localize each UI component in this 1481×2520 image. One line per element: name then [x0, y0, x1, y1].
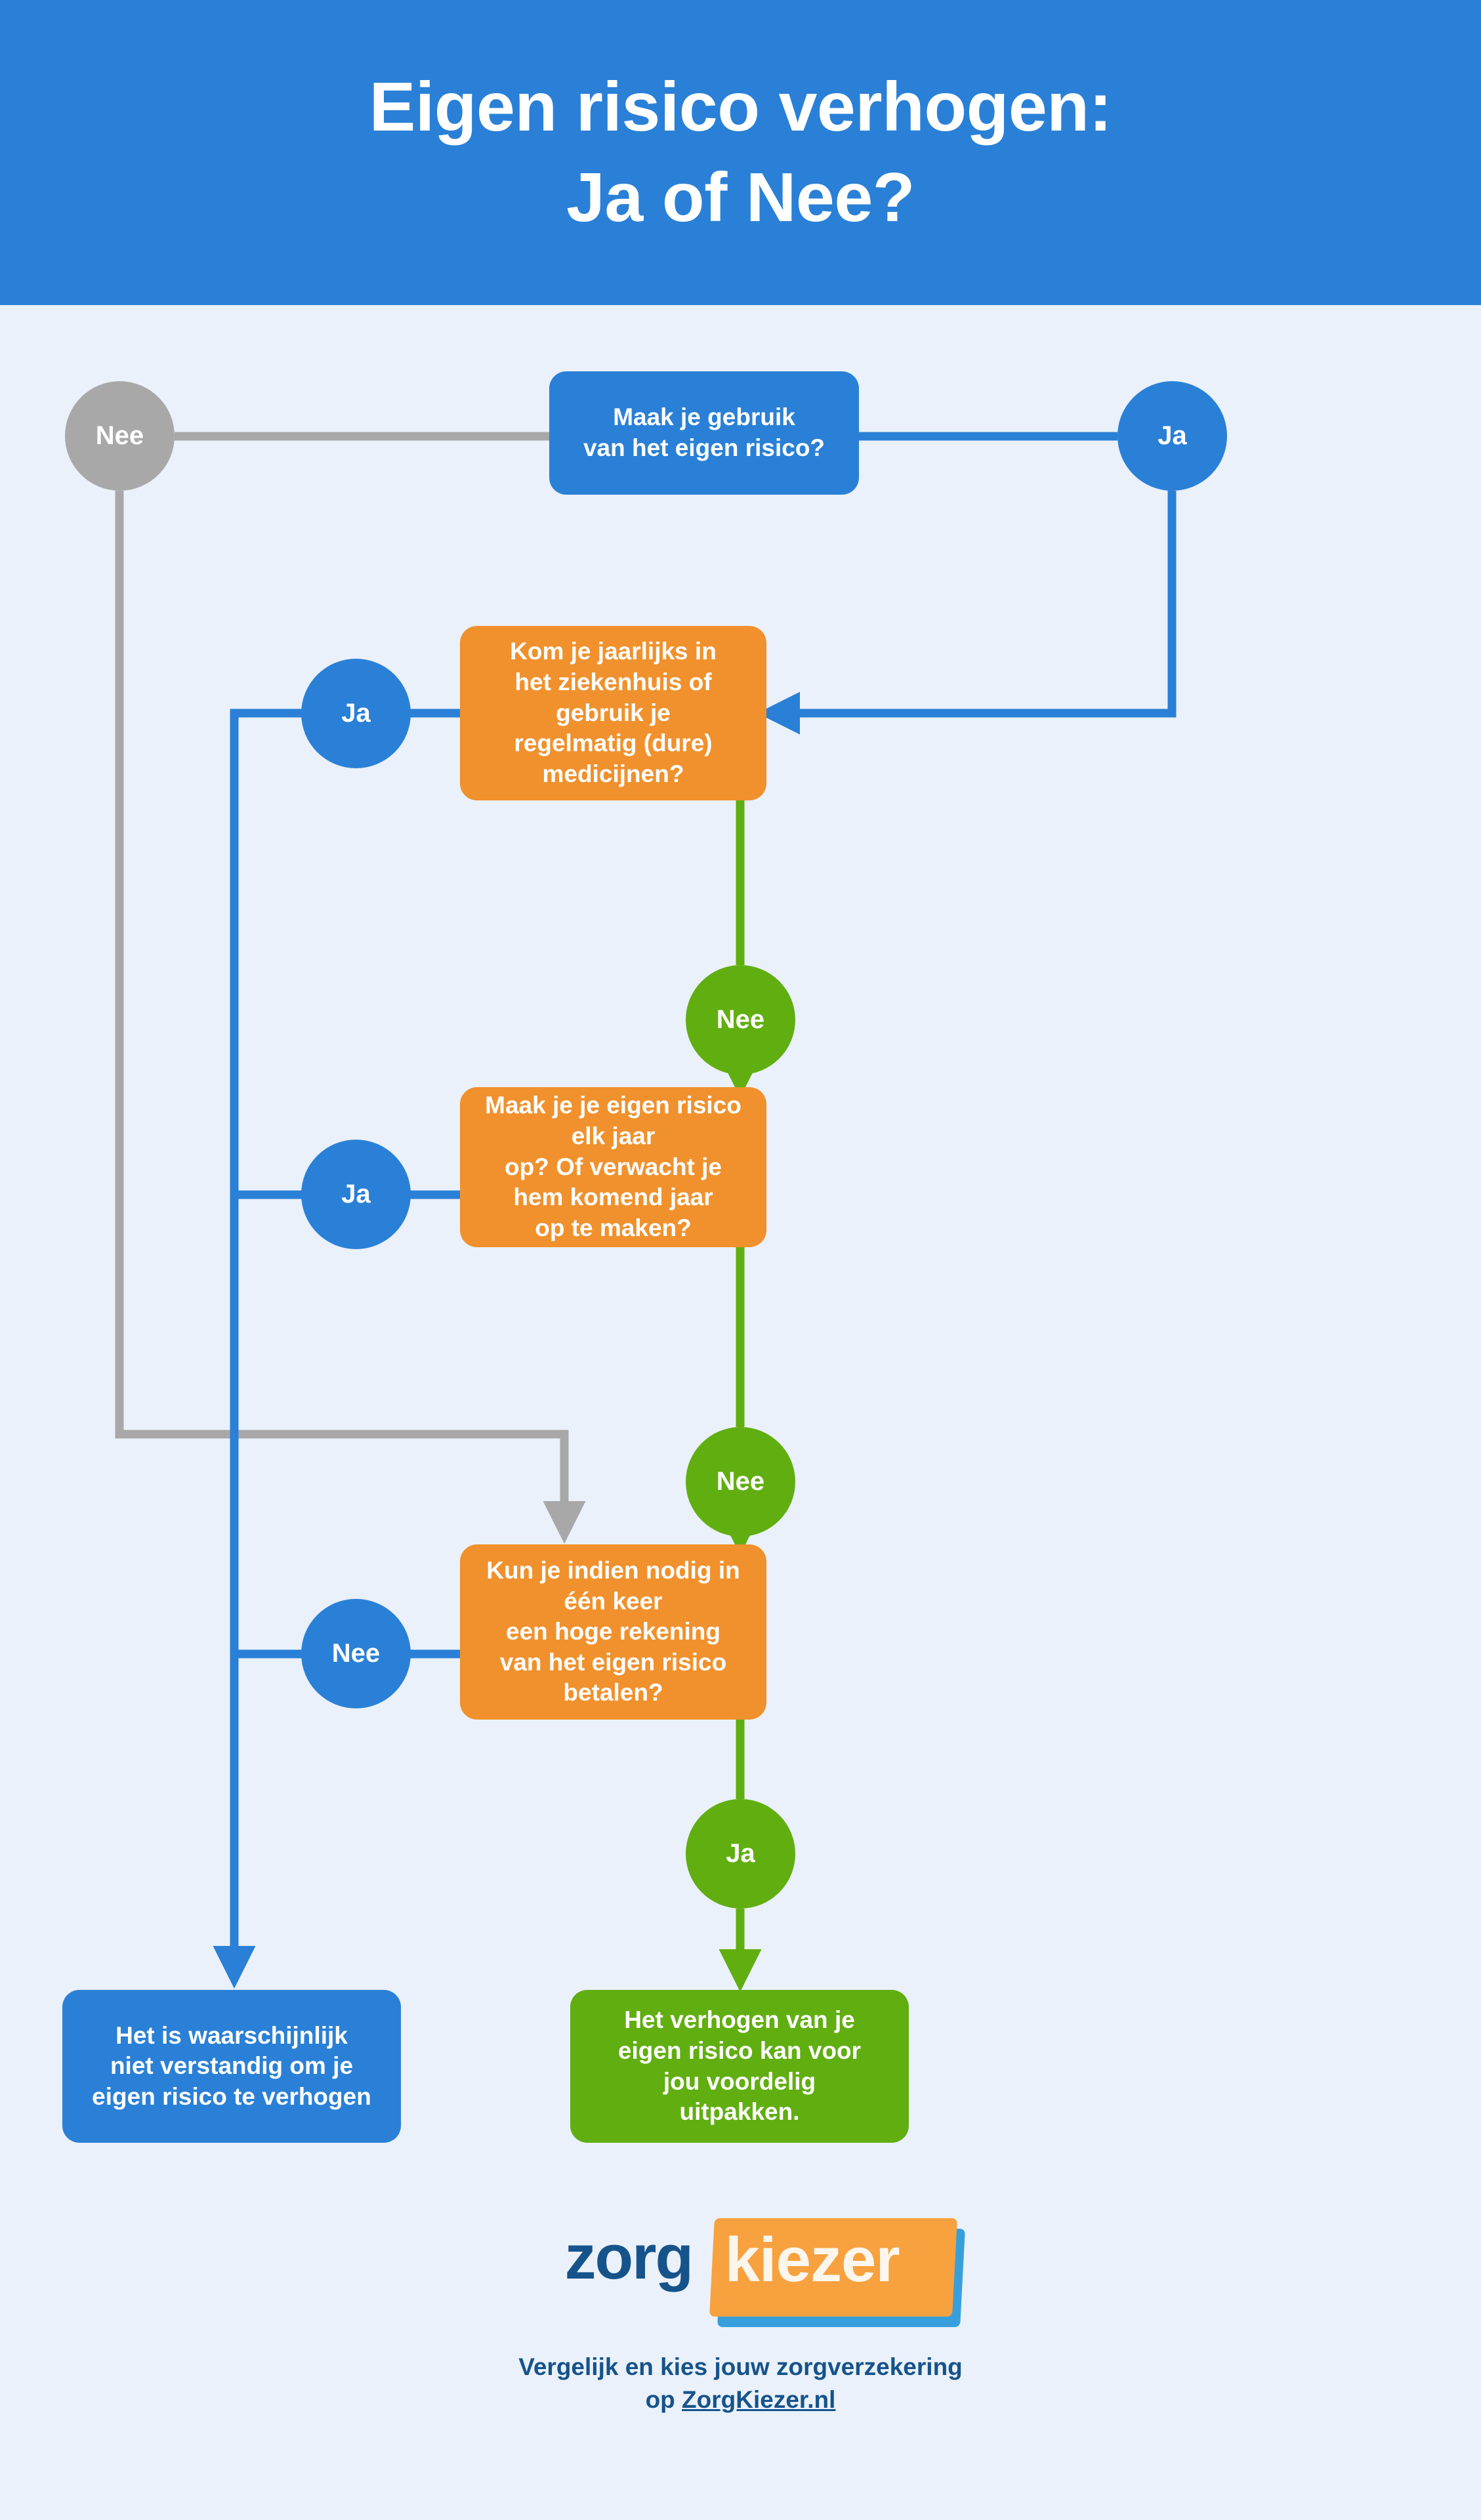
- footer-tagline: Vergelijk en kies jouw zorgverzekering o…: [518, 2351, 963, 2416]
- answer-node-ja-4[interactable]: Ja: [686, 1799, 795, 1909]
- answer-label: Nee: [331, 1639, 381, 1668]
- answer-node-ja-3[interactable]: Ja: [301, 1140, 411, 1249]
- page-header: Eigen risico verhogen: Ja of Nee?: [0, 0, 1481, 305]
- answer-node-nee-1[interactable]: Nee: [65, 381, 175, 491]
- question-node-2[interactable]: Kom je jaarlijks in het ziekenhuis of ge…: [460, 626, 766, 800]
- question-node-3[interactable]: Maak je je eigen risico elk jaar op? Of …: [460, 1087, 766, 1247]
- answer-node-ja-2[interactable]: Ja: [301, 659, 411, 768]
- question-text: Kun je indien nodig in één keer een hoge…: [486, 1556, 740, 1706]
- question-text: Maak je gebruik van het eigen risico?: [583, 403, 825, 461]
- answer-node-nee-2[interactable]: Nee: [686, 965, 795, 1075]
- answer-label: Ja: [1158, 421, 1187, 451]
- page-title-line-2: Ja of Nee?: [566, 158, 915, 236]
- flowchart-canvas: Nee Maak je gebruik van het eigen risico…: [0, 305, 1481, 2520]
- outcome-text: Het is waarschijnlijk niet verstandig om…: [92, 2021, 371, 2110]
- page-title-line-1: Eigen risico verhogen:: [369, 68, 1112, 146]
- logo-text-kiezer: kiezer: [724, 2225, 900, 2295]
- outcome-text: Het verhogen van je eigen risico kan voo…: [617, 2006, 862, 2126]
- answer-label: Ja: [341, 1180, 371, 1209]
- question-node-1[interactable]: Maak je gebruik van het eigen risico?: [549, 371, 859, 495]
- answer-node-nee-4[interactable]: Nee: [301, 1599, 411, 1708]
- outcome-node-negative[interactable]: Het is waarschijnlijk niet verstandig om…: [62, 1990, 401, 2143]
- page-footer: zorg kiezer Vergelijk en kies jouw zorgv…: [0, 2201, 1481, 2520]
- question-node-4[interactable]: Kun je indien nodig in één keer een hoge…: [460, 1544, 766, 1720]
- answer-node-nee-3[interactable]: Nee: [686, 1427, 795, 1537]
- zorgkiezer-link[interactable]: ZorgKiezer.nl: [682, 2386, 836, 2413]
- answer-label: Nee: [95, 421, 144, 451]
- answer-node-ja-1[interactable]: Ja: [1117, 381, 1227, 491]
- tagline-prefix: op: [645, 2386, 682, 2413]
- outcome-node-positive[interactable]: Het verhogen van je eigen risico kan voo…: [570, 1990, 909, 2143]
- question-text: Kom je jaarlijks in het ziekenhuis of ge…: [510, 638, 717, 787]
- logo-text-zorg: zorg: [564, 2222, 694, 2292]
- answer-label: Nee: [716, 1467, 765, 1497]
- tagline-line-2: op ZorgKiezer.nl: [518, 2384, 963, 2416]
- question-text: Maak je je eigen risico elk jaar op? Of …: [485, 1092, 741, 1241]
- answer-label: Ja: [341, 699, 371, 728]
- answer-label: Ja: [726, 1839, 755, 1869]
- zorgkiezer-logo[interactable]: zorg kiezer: [511, 2209, 970, 2334]
- tagline-line-1: Vergelijk en kies jouw zorgverzekering: [518, 2353, 963, 2380]
- answer-label: Nee: [716, 1005, 765, 1035]
